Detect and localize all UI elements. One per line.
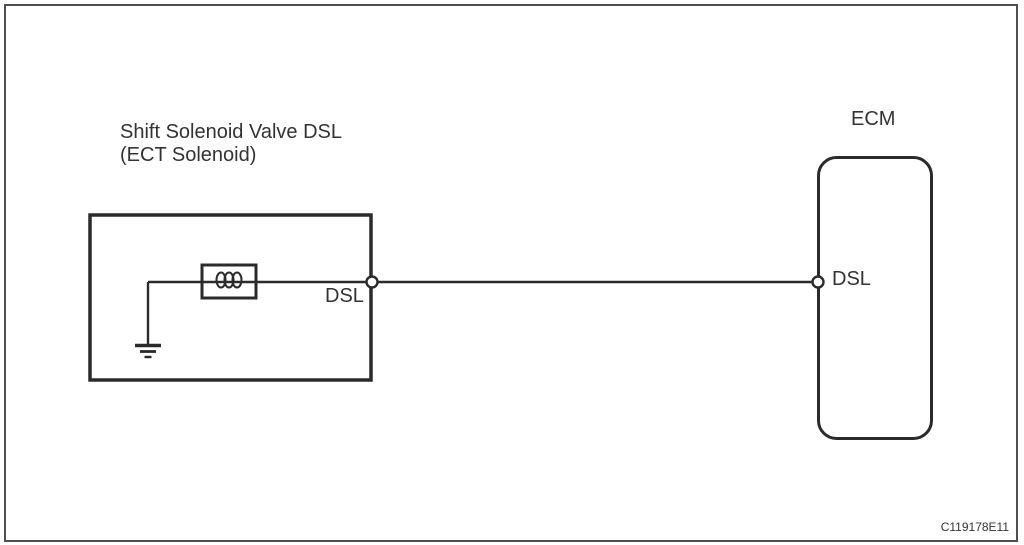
coil-winding-icon: [215, 271, 243, 289]
ecm-box: [817, 156, 933, 440]
figure-code: C119178E11: [940, 520, 1009, 534]
solenoid-terminal-label: DSL: [325, 285, 364, 307]
solenoid-title: Shift Solenoid Valve DSL (ECT Solenoid): [120, 121, 342, 167]
solenoid-title-line2: (ECT Solenoid): [120, 144, 257, 166]
solenoid-box: [88, 213, 373, 382]
ecm-title: ECM: [851, 108, 896, 130]
solenoid-terminal-node: [365, 275, 379, 289]
coil-box: [200, 263, 258, 300]
solenoid-title-line1: Shift Solenoid Valve DSL: [120, 121, 342, 143]
ecm-terminal-node: [811, 275, 825, 289]
ground-icon: [135, 343, 161, 359]
ecm-pin-label: DSL: [832, 268, 871, 290]
